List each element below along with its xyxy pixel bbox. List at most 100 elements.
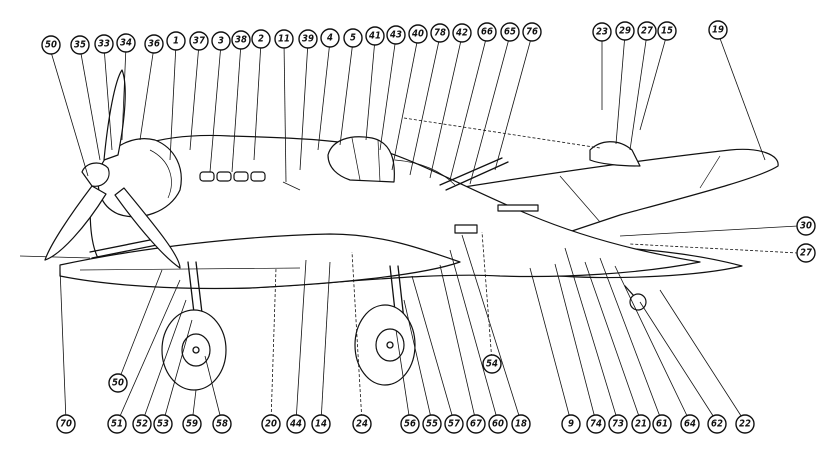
callout-label: 4 bbox=[327, 33, 333, 44]
callout-label: 11 bbox=[278, 34, 290, 45]
callout-label: 78 bbox=[434, 28, 446, 39]
cockpit-canopy bbox=[327, 136, 395, 183]
callout-label: 20 bbox=[265, 419, 277, 430]
callout-52: 52 bbox=[132, 414, 152, 434]
callout-34: 34 bbox=[116, 33, 136, 53]
callout-label: 19 bbox=[712, 25, 724, 36]
callout-4: 4 bbox=[320, 28, 340, 48]
callout-14: 14 bbox=[311, 414, 331, 434]
callout-50-top: 50 bbox=[41, 35, 61, 55]
callout-64: 64 bbox=[680, 414, 700, 434]
callout-label: 22 bbox=[739, 419, 751, 430]
callout-56: 56 bbox=[400, 414, 420, 434]
callout-label: 9 bbox=[568, 419, 574, 430]
callout-41: 41 bbox=[365, 26, 385, 46]
leader-lines bbox=[50, 32, 799, 424]
callout-label: 73 bbox=[612, 419, 624, 430]
callout-40: 40 bbox=[408, 24, 428, 44]
callout-label: 35 bbox=[74, 40, 86, 51]
propeller bbox=[44, 69, 181, 269]
callout-label: 39 bbox=[302, 34, 314, 45]
callout-58: 58 bbox=[212, 414, 232, 434]
callout-label: 38 bbox=[235, 35, 247, 46]
callouts: 50 35 33 34 36 1 37 3 38 2 11 39 4 5 41 … bbox=[41, 20, 816, 434]
callout-label: 43 bbox=[390, 30, 402, 41]
callout-label: 62 bbox=[711, 419, 723, 430]
callout-label: 50 bbox=[112, 378, 124, 389]
right-landing-gear bbox=[354, 265, 416, 386]
callout-60: 60 bbox=[488, 414, 508, 434]
callout-label: 27 bbox=[641, 26, 653, 37]
callout-label: 57 bbox=[448, 419, 460, 430]
aircraft-illustration bbox=[19, 69, 779, 391]
callout-label: 40 bbox=[412, 29, 424, 40]
callout-42: 42 bbox=[452, 23, 472, 43]
callout-label: 53 bbox=[157, 419, 169, 430]
callout-label: 76 bbox=[526, 27, 538, 38]
callout-22: 22 bbox=[735, 414, 755, 434]
callout-35: 35 bbox=[70, 35, 90, 55]
callout-label: 2 bbox=[258, 34, 264, 45]
callout-19: 19 bbox=[708, 20, 728, 40]
callout-27-top: 27 bbox=[637, 21, 657, 41]
callout-5: 5 bbox=[343, 28, 363, 48]
callout-label: 21 bbox=[635, 419, 647, 430]
exhaust-stubs bbox=[199, 171, 266, 182]
callout-73: 73 bbox=[608, 414, 628, 434]
callout-57: 57 bbox=[444, 414, 464, 434]
callout-54: 54 bbox=[482, 354, 502, 374]
callout-label: 56 bbox=[404, 419, 416, 430]
callout-label: 41 bbox=[369, 31, 381, 42]
callout-label: 14 bbox=[315, 419, 327, 430]
callout-59: 59 bbox=[182, 414, 202, 434]
callout-9: 9 bbox=[561, 414, 581, 434]
callout-21: 21 bbox=[631, 414, 651, 434]
callout-30: 30 bbox=[796, 216, 816, 236]
callout-24: 24 bbox=[352, 414, 372, 434]
callout-36: 36 bbox=[144, 34, 164, 54]
callout-label: 18 bbox=[515, 419, 527, 430]
callout-70: 70 bbox=[56, 414, 76, 434]
callout-label: 5 bbox=[350, 33, 356, 44]
callout-label: 67 bbox=[470, 419, 482, 430]
callout-label: 66 bbox=[481, 27, 493, 38]
callout-20: 20 bbox=[261, 414, 281, 434]
callout-76: 76 bbox=[522, 22, 542, 42]
callout-label: 50 bbox=[45, 40, 57, 51]
callout-23: 23 bbox=[592, 22, 612, 42]
callout-66: 66 bbox=[477, 22, 497, 42]
callout-11: 11 bbox=[274, 29, 294, 49]
callout-label: 51 bbox=[111, 419, 123, 430]
callout-74: 74 bbox=[586, 414, 606, 434]
callout-label: 70 bbox=[60, 419, 72, 430]
callout-62: 62 bbox=[707, 414, 727, 434]
callout-27-right: 27 bbox=[796, 243, 816, 263]
callout-label: 34 bbox=[120, 38, 132, 49]
callout-50-middle: 50 bbox=[108, 373, 128, 393]
callout-label: 3 bbox=[218, 36, 224, 47]
callout-label: 30 bbox=[800, 221, 812, 232]
fin-rudder bbox=[589, 141, 641, 167]
callout-53: 53 bbox=[153, 414, 173, 434]
callout-29: 29 bbox=[615, 21, 635, 41]
callout-label: 1 bbox=[173, 36, 179, 47]
callout-18: 18 bbox=[511, 414, 531, 434]
callout-label: 52 bbox=[136, 419, 148, 430]
callout-label: 59 bbox=[186, 419, 198, 430]
callout-2: 2 bbox=[251, 29, 271, 49]
callout-37: 37 bbox=[189, 31, 209, 51]
callout-label: 65 bbox=[504, 27, 516, 38]
callout-78: 78 bbox=[430, 23, 450, 43]
callout-55: 55 bbox=[422, 414, 442, 434]
callout-label: 55 bbox=[426, 419, 438, 430]
callout-51: 51 bbox=[107, 414, 127, 434]
callout-label: 29 bbox=[619, 26, 631, 37]
callout-label: 42 bbox=[456, 28, 468, 39]
callout-43: 43 bbox=[386, 25, 406, 45]
callout-label: 33 bbox=[98, 39, 110, 50]
callout-33: 33 bbox=[94, 34, 114, 54]
callout-3: 3 bbox=[211, 31, 231, 51]
callout-label: 37 bbox=[193, 36, 205, 47]
callout-label: 64 bbox=[684, 419, 696, 430]
